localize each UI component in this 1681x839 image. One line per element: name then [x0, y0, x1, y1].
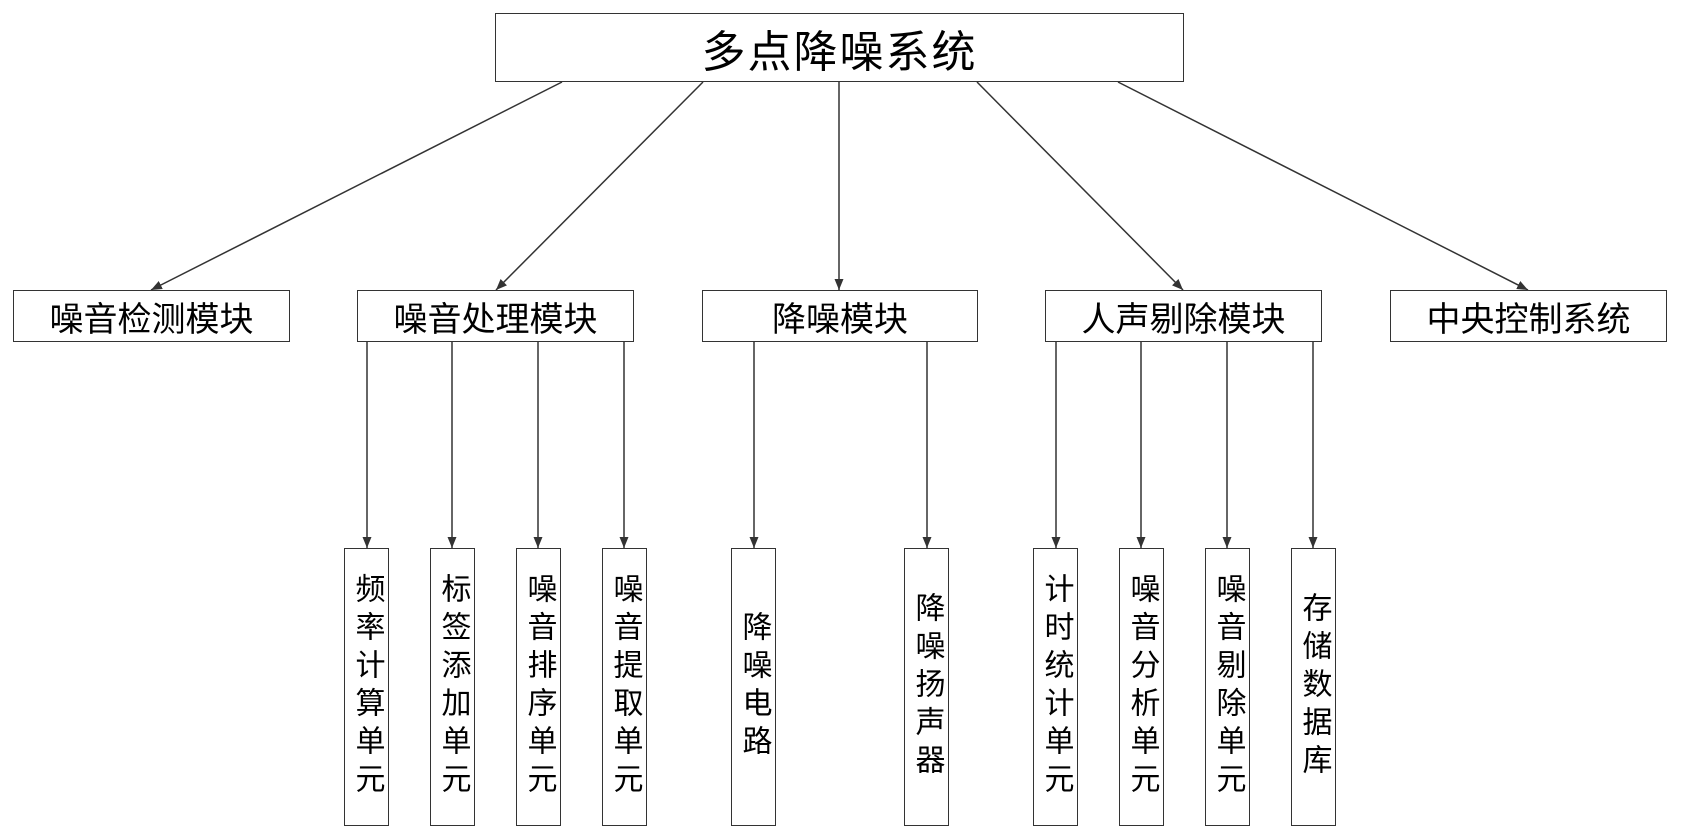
unit-label: 噪音提取单元	[607, 573, 643, 801]
unit-node-3: 噪音排序单元	[516, 548, 561, 826]
unit-node-8: 噪音分析单元	[1119, 548, 1164, 826]
unit-node-9: 噪音剔除单元	[1205, 548, 1250, 826]
module-label: 降噪模块	[772, 299, 908, 340]
unit-node-7: 计时统计单元	[1033, 548, 1078, 826]
unit-label: 计时统计单元	[1038, 573, 1074, 801]
module-node-1: 噪音检测模块	[13, 290, 290, 342]
unit-label: 标签添加单元	[435, 573, 471, 801]
unit-node-6: 降噪扬声器	[904, 548, 949, 826]
unit-label: 频率计算单元	[349, 573, 385, 801]
connector-arrow-root-m1	[150, 81, 563, 291]
module-node-5: 中央控制系统	[1390, 290, 1667, 342]
module-label: 噪音检测模块	[49, 299, 254, 340]
module-node-2: 噪音处理模块	[357, 290, 634, 342]
unit-label: 降噪扬声器	[909, 592, 945, 782]
module-label: 中央控制系统	[1426, 299, 1631, 340]
unit-label: 噪音排序单元	[521, 573, 557, 801]
unit-node-5: 降噪电路	[731, 548, 776, 826]
module-label: 噪音处理模块	[393, 299, 598, 340]
unit-node-1: 频率计算单元	[344, 548, 389, 826]
unit-label: 降噪电路	[736, 611, 772, 763]
unit-label: 噪音分析单元	[1124, 573, 1160, 801]
root-node-box: 多点降噪系统	[495, 13, 1184, 82]
connector-arrow-root-m4	[976, 81, 1184, 291]
connector-arrow-root-m5	[1117, 81, 1529, 291]
module-node-4: 人声剔除模块	[1045, 290, 1322, 342]
root-node-label: 多点降噪系统	[701, 26, 978, 78]
module-label: 人声剔除模块	[1081, 299, 1286, 340]
module-node-3: 降噪模块	[702, 290, 978, 342]
unit-label: 存储数据库	[1296, 592, 1332, 782]
unit-node-4: 噪音提取单元	[602, 548, 647, 826]
connector-arrow-root-m2	[495, 81, 704, 291]
unit-node-10: 存储数据库	[1291, 548, 1336, 826]
unit-label: 噪音剔除单元	[1210, 573, 1246, 801]
unit-node-2: 标签添加单元	[430, 548, 475, 826]
